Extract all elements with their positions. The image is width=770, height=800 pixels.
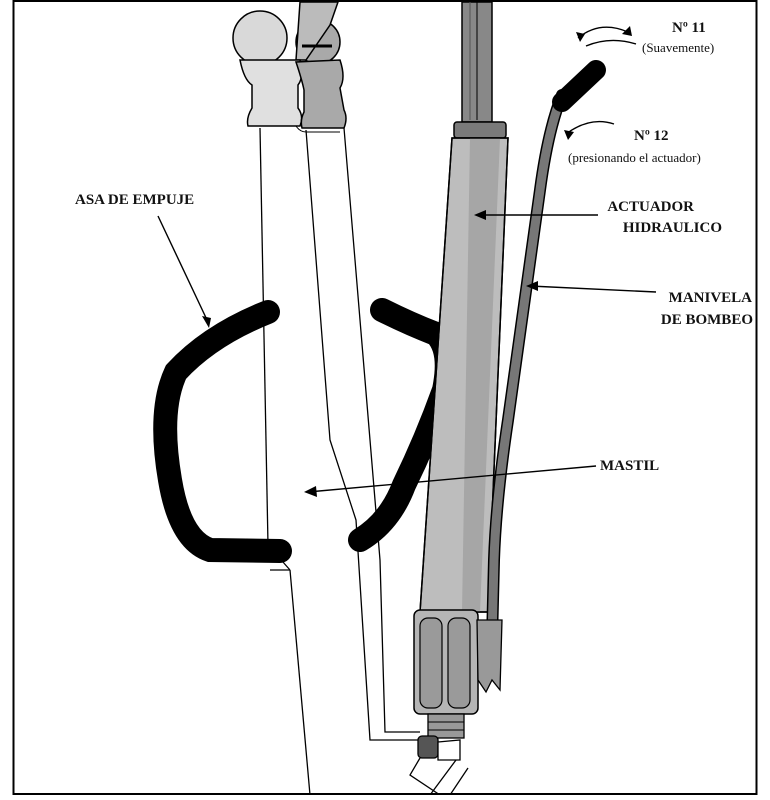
label-actuator-line1: ACTUADOR (607, 199, 694, 215)
label-num11: Nº 11 (672, 20, 706, 36)
label-pump-line2: DE BOMBEO (661, 312, 753, 328)
push-handle (165, 310, 446, 551)
label-pump-line1: MANIVELA (669, 290, 753, 306)
mast (260, 128, 420, 795)
label-mast: MASTIL (600, 458, 659, 474)
top-joint (233, 2, 346, 132)
diagram-frame (14, 1, 757, 794)
label-num12: Nº 12 (634, 128, 669, 144)
label-num12-note: (presionando el actuador) (568, 150, 701, 165)
label-actuator-line2: HIDRAULICO (623, 220, 722, 236)
label-num11-note: (Suavemente) (642, 40, 714, 55)
label-push-handle: ASA DE EMPUJE (75, 192, 194, 208)
